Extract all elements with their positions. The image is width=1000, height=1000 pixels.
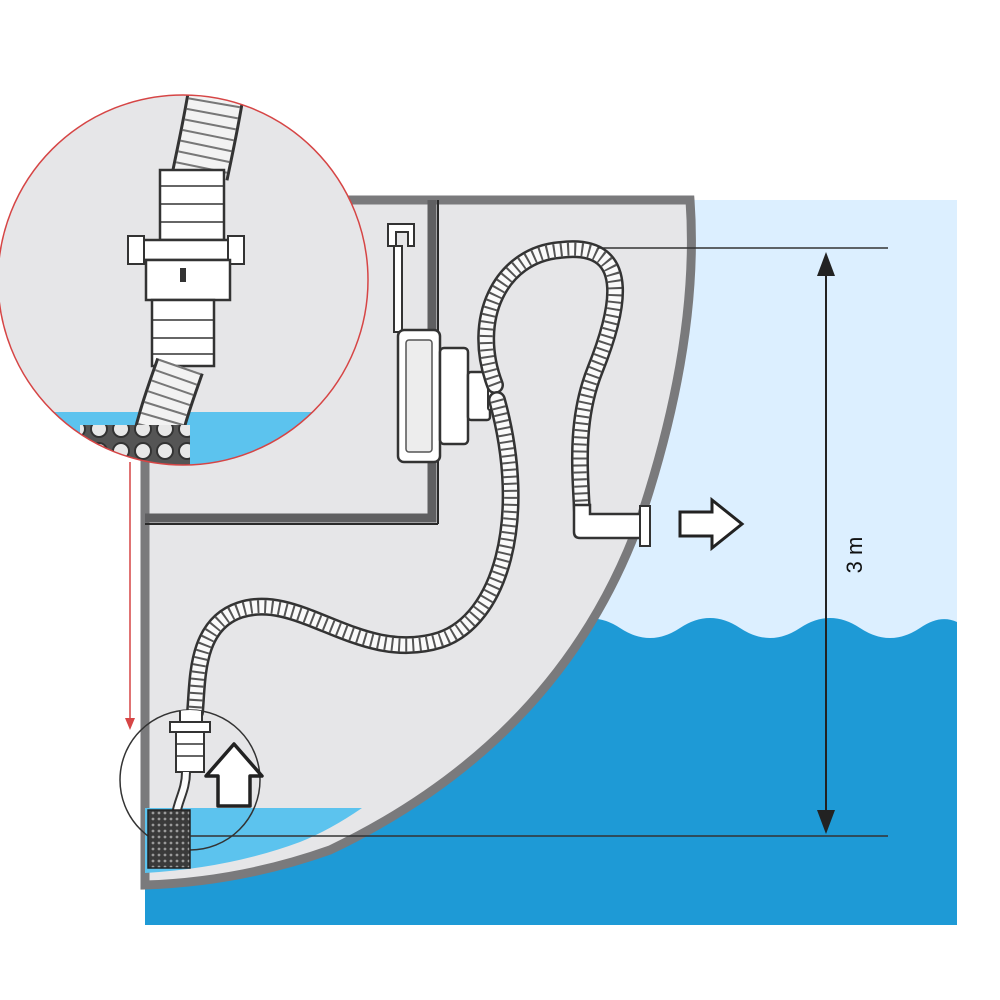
height-dimension	[190, 247, 888, 837]
hand-pump-icon	[396, 328, 499, 464]
magnifier-callout	[0, 94, 369, 466]
sea-water	[145, 618, 957, 925]
bilge-water	[145, 808, 362, 873]
outflow-arrow-icon	[678, 496, 745, 552]
strainer-detail-circle	[119, 709, 261, 851]
cabin-wall	[145, 200, 437, 523]
callout-arrowhead	[125, 718, 135, 730]
height-label: 3 m	[842, 537, 867, 574]
through-hull-outlet	[572, 503, 651, 547]
strainer-icon	[147, 809, 191, 869]
inflow-arrow-icon	[204, 742, 264, 808]
